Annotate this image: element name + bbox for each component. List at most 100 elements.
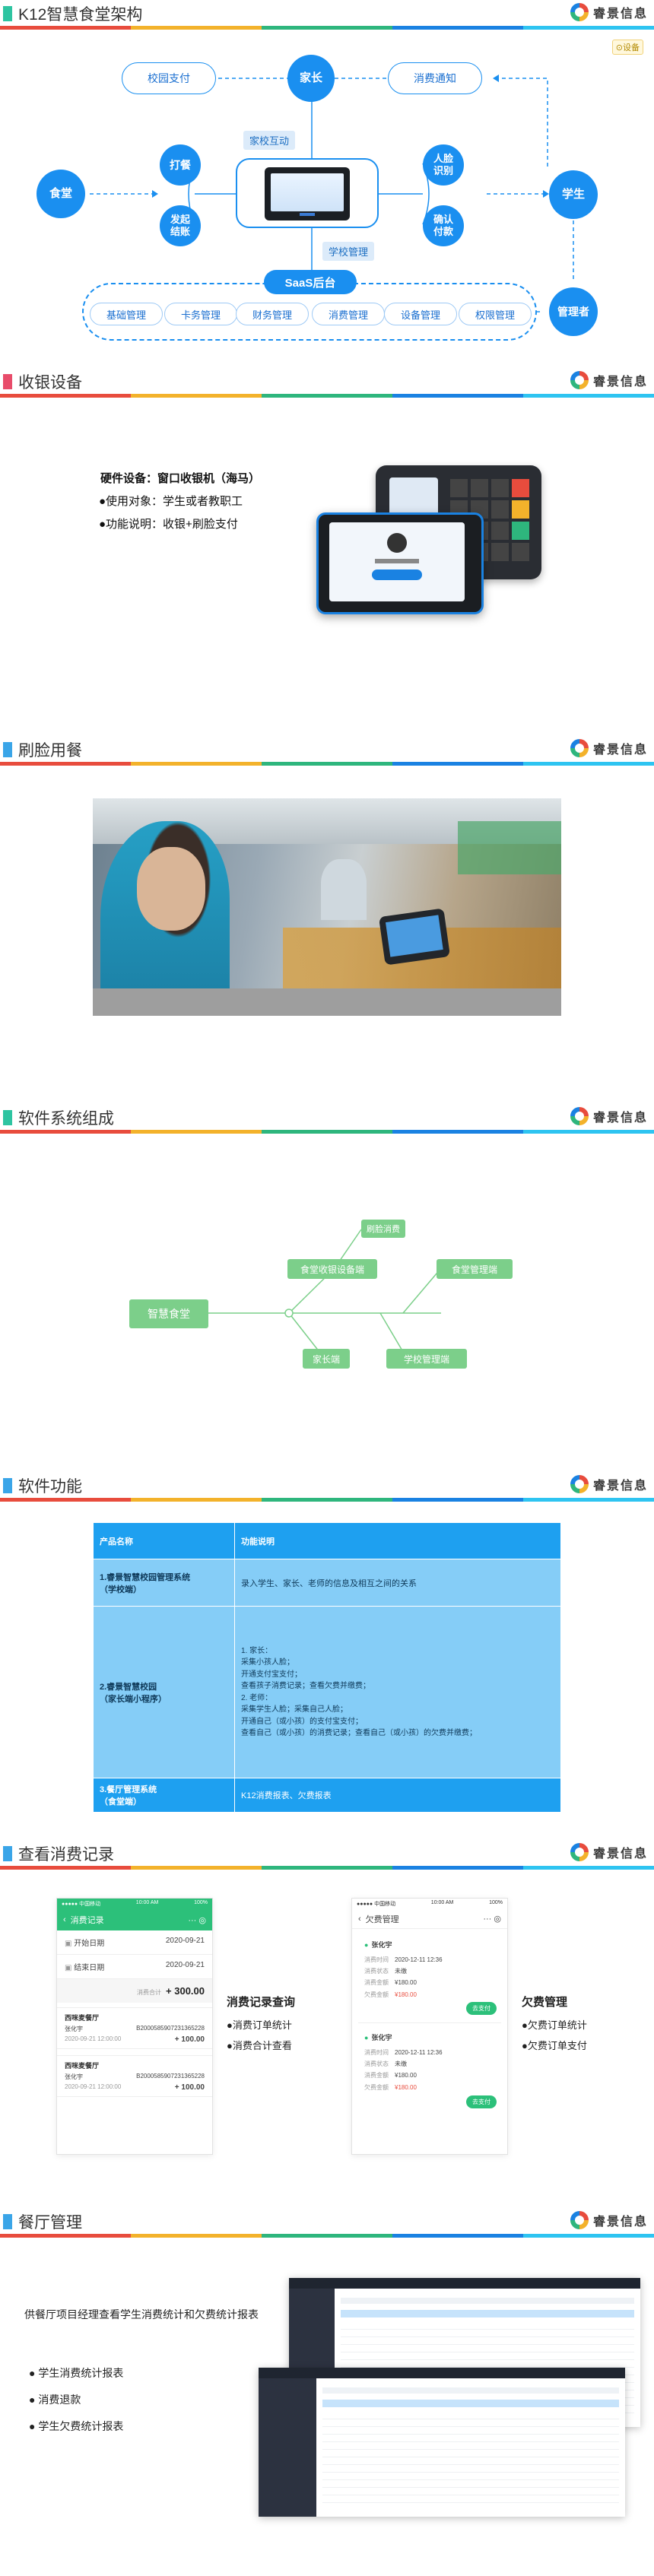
slide-title: 软件功能 xyxy=(3,1475,82,1496)
slide-face: 刷脸用餐 睿景信息 xyxy=(0,736,654,1104)
pos-device-image xyxy=(316,465,544,614)
arrears-phone: ●●●●● 中国移动 10:00 AM 100% ‹ 欠费管理 ··· ◎ ●张… xyxy=(351,1898,508,2155)
title-marker xyxy=(3,742,12,757)
slide-title-text: 查看消费记录 xyxy=(18,1846,114,1864)
brand-logo: 睿景信息 xyxy=(570,1107,648,1125)
title-marker xyxy=(3,6,12,21)
pos-device-screen xyxy=(265,167,350,220)
saas-backend: SaaS后台 xyxy=(264,270,357,294)
slide-pos: 收银设备 睿景信息 硬件设备：窗口收银机（海马） ●使用对象：学生或者教职工 ●… xyxy=(0,368,654,736)
field-label: 消费时间 xyxy=(364,1956,389,1963)
module-device: 设备管理 xyxy=(384,303,457,325)
module-permission: 权限管理 xyxy=(459,303,532,325)
field-label: 欠费金额 xyxy=(364,1991,389,1998)
module-card: 卡务管理 xyxy=(164,303,237,325)
phone-title: 欠费管理 xyxy=(365,1915,399,1924)
phone-header: ‹ 消费记录 ··· ◎ xyxy=(57,1909,212,1930)
total-value: + 300.00 xyxy=(166,1985,205,1997)
field-label: 消费状态 xyxy=(364,2060,389,2068)
title-marker xyxy=(3,1110,12,1125)
back-icon[interactable]: ‹ xyxy=(63,1915,66,1924)
field-value: ¥180.00 xyxy=(395,2083,417,2091)
slide-title-text: K12智慧食堂架构 xyxy=(18,6,143,24)
consume-notice-pill: 消费通知 xyxy=(388,62,482,94)
order-amount: + 100.00 xyxy=(174,2083,205,2092)
slide-title-text: 软件系统组成 xyxy=(18,1110,114,1128)
punch-action: 打餐 xyxy=(160,144,201,186)
brand-logo: 睿景信息 xyxy=(570,2211,648,2229)
student-node: 学生 xyxy=(549,170,598,219)
slide-title: 收银设备 xyxy=(3,371,82,392)
status-time: 10:00 AM xyxy=(430,1900,454,1905)
node-canteen-mgmt: 食堂管理端 xyxy=(437,1259,513,1279)
target-users: ●使用对象：学生或者教职工 xyxy=(99,495,243,508)
back-icon[interactable]: ‹ xyxy=(358,1914,361,1924)
table-row: 1.睿景智慧校园管理系统 （学校端） 录入学生、家长、老师的信息及相互之间的关系 xyxy=(93,1559,561,1607)
arrears-card: ●张化宇 消费时间 2020-12-11 12:36 消费状态 未缴 消费金额 … xyxy=(358,1935,501,2023)
pay-button[interactable]: 去支付 xyxy=(466,2002,497,2015)
title-marker xyxy=(3,1846,12,1861)
pay-button[interactable]: 去支付 xyxy=(466,2095,497,2108)
parent-node: 家长 xyxy=(287,55,335,102)
module-finance: 财务管理 xyxy=(236,303,309,325)
campus-pay-pill: 校园支付 xyxy=(122,62,216,94)
slide-architecture: K12智慧食堂架构 睿景信息 ⊙设备 食堂 家长 学生 管理者 校园支付 消费通… xyxy=(0,0,654,368)
color-stripe xyxy=(0,394,654,398)
more-icon[interactable]: ··· ◎ xyxy=(188,1915,206,1925)
battery: 100% xyxy=(194,1900,208,1905)
caption-item: ●欠费订单支付 xyxy=(522,2040,587,2051)
slide-title-text: 刷脸用餐 xyxy=(18,742,82,760)
phone-header: ‹ 欠费管理 ··· ◎ xyxy=(352,1909,507,1929)
list-item-label: 学生消费统计报表 xyxy=(38,2367,124,2379)
field-value: 2020-12-11 12:36 xyxy=(395,1956,443,1963)
restaurant-list: ● 学生消费统计报表 ● 消费退款 ● 学生欠费统计报表 xyxy=(29,2360,123,2440)
table-cell-name: 2.睿景智慧校园 （家长端小程序） xyxy=(93,1606,235,1778)
start-label: 开始日期 xyxy=(74,1940,105,1948)
restaurant-intro: 供餐厅项目经理查看学生消费统计和欠费统计报表 xyxy=(24,2308,259,2321)
more-icon[interactable]: ··· ◎ xyxy=(483,1915,501,1924)
start-date-row[interactable]: ▣ 开始日期 2020-09-21 xyxy=(57,1930,212,1955)
list-item: ● 消费退款 xyxy=(29,2394,81,2406)
node-school-mgmt: 学校管理端 xyxy=(386,1349,467,1369)
field-value: ¥180.00 xyxy=(395,1979,417,1987)
node-face-pay: 刷脸消费 xyxy=(361,1220,405,1238)
title-marker xyxy=(3,1478,12,1493)
user-icon: ● xyxy=(364,1940,369,1949)
slide-title-text: 收银设备 xyxy=(18,374,82,392)
total-label: 消费合计 xyxy=(137,1989,162,1996)
status-bar: ●●●●● 中国移动 10:00 AM 100% xyxy=(352,1899,507,1909)
module-consume: 消费管理 xyxy=(312,303,385,325)
brand-logo-icon xyxy=(570,2211,589,2229)
table-cell-name: 3.餐厅管理系统 （食堂端） xyxy=(93,1778,235,1813)
brand-logo: 睿景信息 xyxy=(570,371,648,389)
brand-name: 睿景信息 xyxy=(592,2214,648,2229)
brand-logo: 睿景信息 xyxy=(570,3,648,21)
order-no: B2000585907231365228 xyxy=(136,2073,205,2080)
pos-device-frame xyxy=(236,158,379,228)
carrier: ●●●●● 中国移动 xyxy=(357,1902,396,1907)
caption-title: 消费记录查询 xyxy=(227,1996,296,2009)
end-label: 结束日期 xyxy=(74,1964,105,1972)
function-desc: ●功能说明：收银+刷脸支付 xyxy=(99,518,238,531)
node-canteen-device: 食堂收银设备端 xyxy=(287,1259,377,1279)
payer-name: 张化宇 xyxy=(65,2073,83,2080)
store-name: 西咪麦餐厅 xyxy=(65,2062,100,2070)
caption-title: 欠费管理 xyxy=(522,1996,568,2009)
brand-logo-icon xyxy=(570,1107,589,1125)
table-row: 2.睿景智慧校园 （家长端小程序） 1. 家长： 采集小孩人脸； 开通支付宝支付… xyxy=(93,1606,561,1778)
field-label: 消费状态 xyxy=(364,1968,389,1975)
consume-caption: 消费记录查询 ●消费订单统计 ●消费合计查看 xyxy=(227,1994,295,2052)
color-stripe xyxy=(0,2234,654,2238)
slide-restaurant: 餐厅管理 睿景信息 供餐厅项目经理查看学生消费统计和欠费统计报表 ● 学生消费统… xyxy=(0,2208,654,2576)
student-name: 张化宇 xyxy=(371,2034,392,2041)
color-stripe xyxy=(0,762,654,766)
brand-logo-icon xyxy=(570,1475,589,1493)
end-date-row[interactable]: ▣ 结束日期 2020-09-21 xyxy=(57,1955,212,1979)
slide-records: 查看消费记录 睿景信息 ●●●●● 中国移动 10:00 AM 100% ‹ 消… xyxy=(0,1840,654,2208)
order-amount: + 100.00 xyxy=(174,2035,205,2044)
brand-logo-icon xyxy=(570,739,589,757)
caption-item: ●消费合计查看 xyxy=(227,2040,292,2051)
brand-name: 睿景信息 xyxy=(592,742,648,757)
